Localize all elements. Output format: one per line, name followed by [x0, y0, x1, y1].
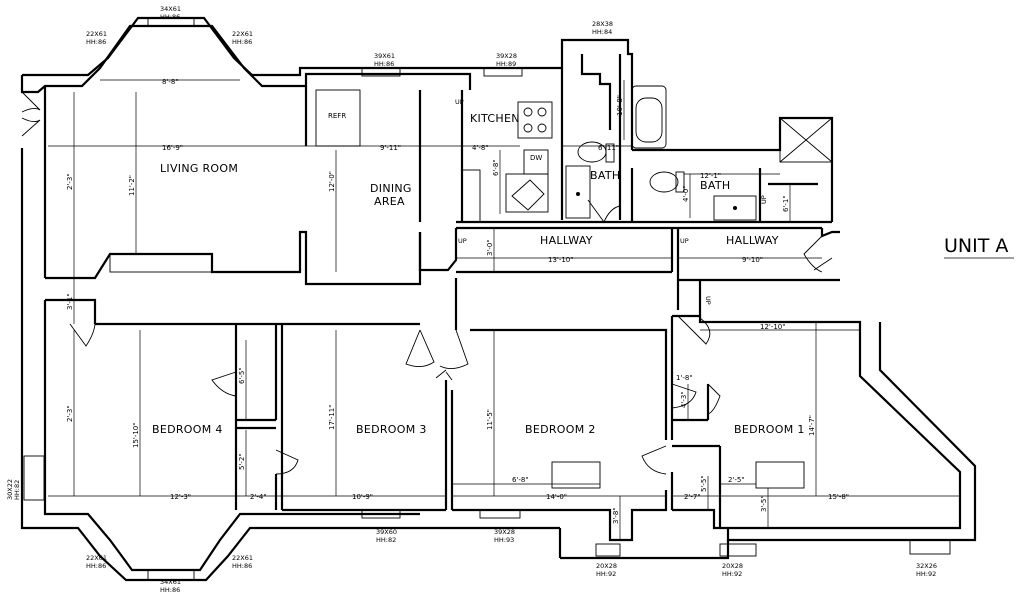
dimension-label: 6'-8" — [492, 159, 500, 176]
dimension-label: 3'-5" — [760, 495, 768, 512]
window-spec: HH:82 — [13, 480, 21, 500]
dimension-label: 1'-8" — [676, 374, 693, 382]
dimension-label: 10'-9" — [352, 493, 373, 501]
window-spec: 32X26 — [916, 562, 937, 570]
room-labels: LIVING ROOM DINING AREA KITCHEN BATH BAT… — [152, 112, 1014, 436]
dimension-label: 11'-5" — [486, 409, 494, 430]
dimension-label: 4'-0" — [682, 185, 690, 202]
windows — [23, 17, 951, 581]
dimension-label: 14'-7" — [808, 415, 816, 436]
bath-1-label: BATH — [590, 169, 620, 182]
dimension-label: 2'-5" — [728, 476, 745, 484]
unit-label: UNIT A — [944, 235, 1008, 257]
dimension-label: 5'-2" — [238, 453, 246, 470]
dimension-label: 8'-8" — [162, 78, 179, 86]
dimension-label: 12'-1" — [700, 172, 721, 180]
window-spec: HH:82 — [376, 536, 396, 544]
window-spec: HH:86 — [86, 562, 106, 570]
dimension-label: 6'-5" — [238, 367, 246, 384]
fixtures: REFR DW — [109, 85, 833, 489]
dishwasher-label: DW — [530, 154, 542, 162]
refrigerator-label: REFR — [328, 112, 346, 120]
dimension-label: 4'-8" — [472, 144, 489, 152]
dimension-label: 2'-7" — [684, 493, 701, 501]
window-spec: 22X61 — [232, 30, 253, 38]
dining-area-label-line2: AREA — [374, 195, 405, 208]
dimension-label: 17'-11" — [328, 405, 336, 430]
dimension-label: 6'-1" — [782, 195, 790, 212]
bedroom-4-label: BEDROOM 4 — [152, 423, 223, 436]
dimension-label: 6'-11" — [598, 144, 619, 152]
window-spec: 28X38 — [592, 20, 613, 28]
window-spec: 34X61 — [160, 5, 181, 13]
up-markers: UP UP UP UP UP — [455, 98, 768, 305]
dimension-label: 3'-1" — [66, 293, 74, 310]
bedroom-1-label: BEDROOM 1 — [734, 423, 805, 436]
window-specs: 34X61 HH:86 22X61 HH:86 22X61 HH:86 39X6… — [6, 5, 937, 594]
window-spec: HH:86 — [160, 586, 180, 594]
window-spec: 39X28 — [494, 528, 515, 536]
dimension-label: 12'-10" — [760, 323, 785, 331]
up-kitchen-label: UP — [455, 98, 464, 106]
window-spec: HH:93 — [494, 536, 514, 544]
window-spec: 22X61 — [86, 554, 107, 562]
dimension-label: 9'-11" — [380, 144, 401, 152]
window-spec: HH:92 — [596, 570, 616, 578]
hallway-2-label: HALLWAY — [726, 234, 779, 247]
dimension-label: 14'-0" — [546, 493, 567, 501]
dimension-label: 13'-10" — [548, 256, 573, 264]
bedroom-2-label: BEDROOM 2 — [525, 423, 596, 436]
up-hall-1-label: UP — [458, 237, 467, 245]
dimension-label: 3'-0" — [486, 239, 494, 256]
window-spec: 22X61 — [232, 554, 253, 562]
window-spec: 20X28 — [722, 562, 743, 570]
window-spec: HH:92 — [916, 570, 936, 578]
dining-area-label-line1: DINING — [370, 182, 412, 195]
up-bath-label: UP — [760, 195, 768, 204]
window-spec: 39X28 — [496, 52, 517, 60]
window-spec: HH:86 — [232, 38, 252, 46]
dimension-labels: 8'-8" 16'-9" 9'-11" 2'-3" 11'-2" 12'-0" … — [66, 78, 849, 524]
bedroom-3-label: BEDROOM 3 — [356, 423, 427, 436]
window-spec: HH:86 — [160, 13, 180, 21]
window-spec: 30X22 — [6, 479, 14, 500]
dimension-label: 6'-8" — [512, 476, 529, 484]
window-spec: HH:84 — [592, 28, 612, 36]
kitchen-label: KITCHEN — [470, 112, 520, 125]
dimension-lines — [48, 79, 960, 540]
doors — [21, 91, 833, 475]
dimension-label: 5'-5" — [700, 475, 708, 492]
window-spec: HH:89 — [496, 60, 516, 68]
window-spec: HH:86 — [86, 38, 106, 46]
dimension-label: 16'-9" — [162, 144, 183, 152]
dimension-label: 9'-10" — [742, 256, 763, 264]
up-hall-2-label: UP — [680, 237, 689, 245]
dimension-label: 10'-8" — [616, 95, 624, 116]
dimension-label: 2'-3" — [66, 405, 74, 422]
window-spec: 39X60 — [376, 528, 397, 536]
dimension-label: 4'-3" — [680, 391, 688, 408]
walls — [20, 16, 977, 582]
dimension-label: 12'-3" — [170, 493, 191, 501]
hallway-1-label: HALLWAY — [540, 234, 593, 247]
dimension-label: 15'-10" — [132, 423, 140, 448]
living-room-label: LIVING ROOM — [160, 162, 238, 175]
dimension-label: 2'-3" — [66, 173, 74, 190]
dimension-label: 12'-0" — [328, 171, 336, 192]
window-spec: HH:86 — [232, 562, 252, 570]
up-lower-label: UP — [704, 296, 712, 305]
dimension-label: 15'-8" — [828, 493, 849, 501]
window-spec: HH:92 — [722, 570, 742, 578]
window-spec: 20X28 — [596, 562, 617, 570]
window-spec: 39X61 — [374, 52, 395, 60]
dimension-label: 11'-2" — [128, 175, 136, 196]
dimension-label: 3'-8" — [612, 507, 620, 524]
window-spec: 22X61 — [86, 30, 107, 38]
window-spec: HH:86 — [374, 60, 394, 68]
dimension-label: 2'-4" — [250, 493, 267, 501]
bath-2-label: BATH — [700, 179, 730, 192]
window-spec: 34X61 — [160, 578, 181, 586]
